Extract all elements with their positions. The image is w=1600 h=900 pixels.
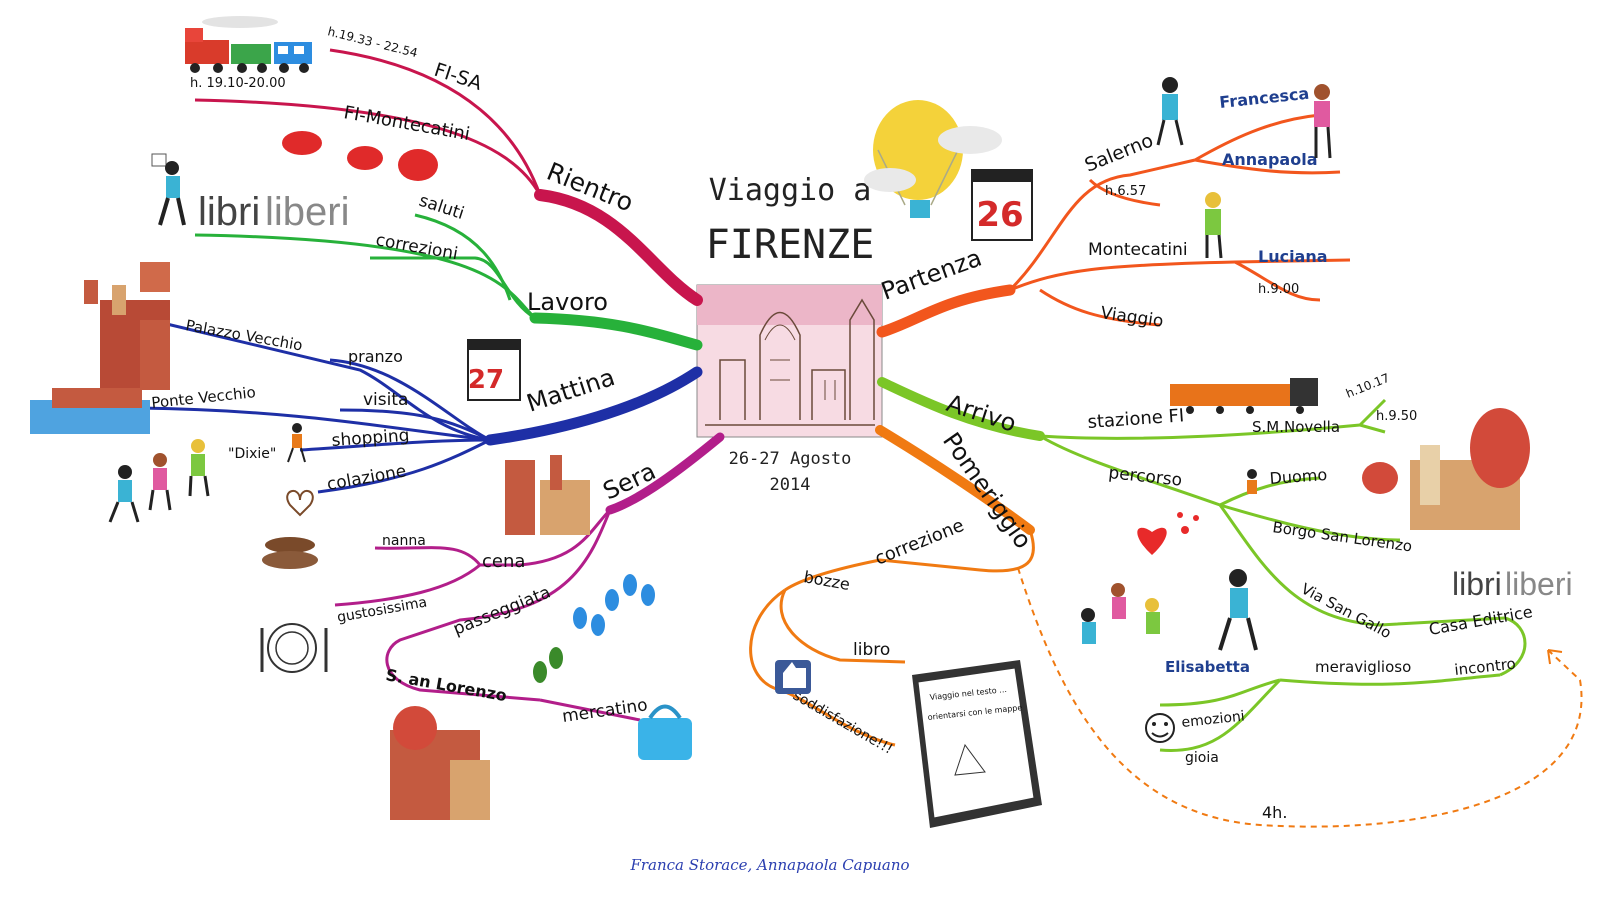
mattina-dixie: "Dixie" <box>228 446 276 462</box>
rientro-fi-montecatini: FI-Montecatini <box>342 102 471 145</box>
pomeriggio-bozze: bozze <box>802 567 851 594</box>
dashed-duration-arrow <box>1017 567 1583 828</box>
arrivo-casa-editrice: Casa Editrice <box>1427 602 1534 639</box>
lavoro-label: Lavoro <box>527 288 608 316</box>
arrivo-gioia: gioia <box>1185 750 1219 766</box>
sera-cena: cena <box>482 551 525 572</box>
arrivo-duration: 4h. <box>1262 803 1287 822</box>
walking-man-icon-left <box>287 423 306 463</box>
rientro-fi-mont-time: h. 19.10-20.00 <box>190 76 286 91</box>
branch-pomeriggio-line <box>875 425 1035 535</box>
coffee-cup-icon <box>262 490 318 569</box>
sera-mercatino: mercatino <box>561 695 649 727</box>
mattina-palazzo-vecchio: Palazzo Vecchio <box>184 316 304 354</box>
pomeriggio-libro: libro <box>853 640 890 660</box>
hot-air-balloon-icon <box>864 100 1002 218</box>
branch-partenza-line <box>876 284 1016 338</box>
arrivo-borgo: Borgo San Lorenzo <box>1271 518 1413 555</box>
smiley-icon <box>1145 713 1175 743</box>
train-icon <box>185 16 312 73</box>
logo-part1: libri <box>198 190 260 234</box>
mattina-shopping: shopping <box>331 426 410 451</box>
partenza-salerno: Salerno <box>1082 129 1157 176</box>
towers-icon <box>505 455 590 535</box>
branch-arrivo-line <box>877 377 1045 441</box>
rientro-fi-sa-time: h.19.33 - 22.54 <box>326 24 419 60</box>
branch-rientro-line <box>534 189 703 306</box>
branch-sera-line <box>605 432 725 515</box>
arrivo-time2: h.9.50 <box>1376 409 1417 424</box>
san-lorenzo-church-icon <box>390 706 490 820</box>
arrivo-duomo: Duomo <box>1269 465 1328 488</box>
calendar-26-day: 26 <box>976 195 1023 235</box>
sera-san-lorenzo: S. an Lorenzo <box>384 665 508 705</box>
arrivo-via-san-gallo: Via San Gallo <box>1298 580 1394 643</box>
branch-lavoro-line <box>529 312 703 351</box>
kisses-icon <box>282 131 438 181</box>
map-date-line1: 26-27 Agosto <box>729 449 852 469</box>
logo-part2: liberi <box>265 190 349 234</box>
plate-cutlery-icon <box>260 623 328 673</box>
arrivo-incontro: incontro <box>1454 655 1517 679</box>
girls-figures-arrivo <box>1081 569 1258 651</box>
map-title-line2: FIRENZE <box>706 222 875 268</box>
branch-mattina-line <box>484 366 703 446</box>
lavoro-saluti: saluti <box>416 191 466 224</box>
mattina-colazione: colazione <box>325 461 407 495</box>
girls-figures-left <box>108 439 210 523</box>
partenza-viaggio: Viaggio <box>1099 303 1164 332</box>
palazzo-vecchio-icon <box>84 262 170 390</box>
librililiberi-logo-right: libri liberi <box>1452 566 1573 602</box>
duomo-drawing <box>696 284 883 438</box>
logo-right-part1: libri <box>1452 566 1502 602</box>
rientro-fi-sa: FI-SA <box>431 59 484 95</box>
arrivo-time1: h.10.17 <box>1344 371 1392 401</box>
calendar-26-icon: 26 <box>971 169 1033 241</box>
arrivo-stazione: stazione FI <box>1087 405 1185 433</box>
train-icon-right <box>1170 378 1318 414</box>
logo-right-part2: liberi <box>1505 566 1573 602</box>
girls-figures-partenza <box>1156 77 1332 259</box>
bag-icon <box>638 704 692 760</box>
partenza-montecatini: Montecatini <box>1088 240 1188 260</box>
map-title-line1: Viaggio a <box>709 173 872 208</box>
pomeriggio-soddisfazione: soddisfazione!!! <box>790 688 895 758</box>
author-credit: Franca Storace, Annapaola Capuano <box>629 856 909 874</box>
librililiberi-logo-left: libri liberi <box>198 190 349 234</box>
arrivo-emozioni: emozioni <box>1181 708 1246 731</box>
arrivo-smnovella: S.M.Novella <box>1252 418 1340 436</box>
hearts-icon <box>1137 512 1199 555</box>
sera-nanna: nanna <box>382 533 426 549</box>
partenza-luciana: Luciana <box>1258 247 1328 266</box>
mattina-visita: visita <box>363 390 408 410</box>
calendar-27-day: 27 <box>468 365 504 395</box>
mattina-pranzo: pranzo <box>348 347 403 366</box>
sera-passeggiata: passeggiata <box>450 582 553 639</box>
arrivo-elisabetta: Elisabetta <box>1165 658 1250 676</box>
partenza-salerno-time: h.6.57 <box>1105 184 1146 199</box>
book-icon: Viaggio nel testo ... orientarsi con le … <box>912 660 1042 828</box>
partenza-francesca: Francesca <box>1218 84 1310 112</box>
pomeriggio-correzione: correzione <box>872 515 967 570</box>
walking-man-icon-duomo <box>1247 469 1257 494</box>
footprints-icon <box>533 574 655 683</box>
partenza-annapaola: Annapaola <box>1222 150 1317 169</box>
reader-figure-icon <box>151 153 186 226</box>
ponte-vecchio-icon <box>30 388 150 434</box>
partenza-mont-time: h.9.00 <box>1258 282 1299 297</box>
duomo-cathedral-icon-right <box>1362 408 1530 530</box>
arrivo-meraviglioso: meraviglioso <box>1315 658 1411 676</box>
arrivo-percorso: percorso <box>1107 463 1183 491</box>
map-date-line2: 2014 <box>770 475 811 495</box>
thumbs-up-icon <box>775 660 811 694</box>
dashed-arrow-head <box>1547 649 1563 665</box>
calendar-27-icon: 27 <box>467 339 521 401</box>
